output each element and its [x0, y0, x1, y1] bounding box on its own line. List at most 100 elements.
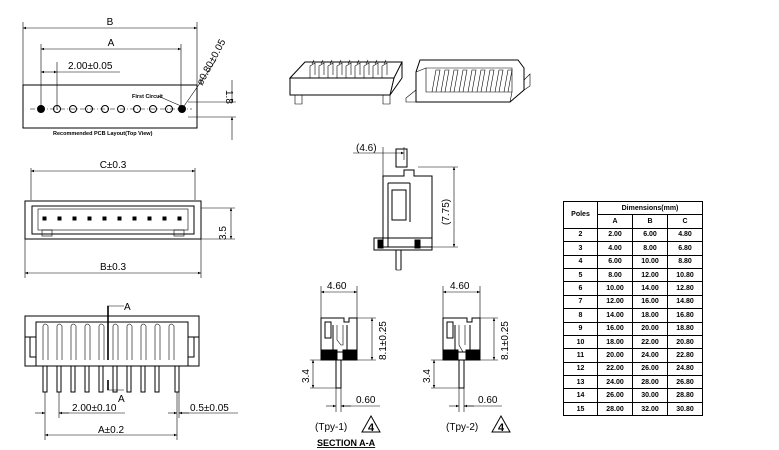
dimension-cell: 22.00 — [597, 361, 633, 377]
dimension-cell: 10.00 — [597, 281, 633, 296]
poles-cell: 8 — [563, 308, 598, 323]
t1-revision-triangle: 4 — [361, 414, 381, 434]
pcb-caption: Recommended PCB Layout(Top View) — [53, 131, 153, 137]
t1-type-label: (Tpy-1) — [315, 422, 347, 433]
poles-cell: 3 — [563, 241, 598, 256]
pin-squares — [42, 216, 182, 221]
dimension-cell: 24.00 — [632, 348, 668, 363]
dimension-cell: 24.80 — [667, 361, 703, 377]
poles-cell: 5 — [563, 267, 598, 283]
col-c-header: C — [667, 214, 703, 229]
dimension-cell: 26.00 — [632, 361, 668, 377]
pcb-holes — [37, 105, 186, 113]
dimension-cell: 20.00 — [632, 321, 668, 336]
dimension-cell: 6.80 — [667, 241, 703, 256]
dimension-cell: 8.80 — [667, 254, 703, 269]
dimension-cell: 30.80 — [667, 401, 703, 417]
poles-cell: 10 — [563, 334, 598, 350]
section-type2: 4.60 8.1±0.25 3.4 0.60 (Tpy-2) 4 — [422, 281, 511, 434]
dimension-cell: 20.80 — [667, 334, 703, 350]
dimension-cell: 16.80 — [667, 308, 703, 323]
dimension-cell: 24.00 — [597, 375, 633, 390]
dim-c-label: C±0.3 — [100, 160, 127, 171]
contact-slots — [42, 323, 175, 360]
dimension-cell: 26.80 — [667, 375, 703, 390]
poles-cell: 12 — [563, 361, 598, 377]
dim-height-label: 1.8 — [223, 90, 234, 104]
poles-cell: 9 — [563, 321, 598, 336]
dimension-cell: 12.00 — [597, 294, 633, 310]
t1-dim-height: 8.1±0.25 — [378, 321, 389, 360]
section-mark-top: A — [124, 302, 131, 313]
dimension-cell: 28.00 — [632, 375, 668, 390]
dim-pin-pitch: 2.00±0.10 — [72, 403, 117, 414]
dimension-cell: 16.00 — [597, 321, 633, 336]
poles-cell: 14 — [563, 388, 598, 403]
t2-dim-pin-len: 3.4 — [422, 369, 433, 383]
dim-front-height: 3.5 — [218, 226, 229, 240]
dim-b-front-label: B±0.3 — [100, 262, 126, 273]
dimensions-header: Dimensions(mm) — [597, 200, 703, 216]
dimension-cell: 18.80 — [667, 321, 703, 336]
dimension-cell: 14.00 — [597, 308, 633, 323]
dimension-cell: 12.00 — [632, 267, 668, 283]
col-a-header: A — [597, 214, 633, 229]
dimension-cell: 32.00 — [632, 401, 668, 417]
poles-header: Poles — [563, 201, 598, 229]
dimension-cell: 30.00 — [632, 388, 668, 403]
dimension-cell: 4.80 — [667, 227, 703, 243]
dimension-cell: 28.00 — [597, 401, 633, 417]
t2-type-label: (Tpy-2) — [446, 422, 478, 433]
poles-cell: 11 — [563, 348, 598, 363]
section-mark-bottom: A — [118, 394, 125, 405]
isometric-view-2 — [405, 59, 531, 103]
pins — [42, 365, 180, 393]
t2-revision-triangle: 4 — [491, 414, 511, 434]
poles-cell: 13 — [563, 375, 598, 390]
pcb-layout-view: B A 2.00±0.05 ø0.80±0.05 1.8 — [22, 17, 236, 140]
dimension-cell: 22.00 — [632, 334, 668, 350]
dimension-cell: 2.00 — [597, 227, 633, 243]
first-circuit-label: First Circuit — [132, 94, 163, 100]
poles-cell: 15 — [563, 401, 598, 417]
dimension-cell: 8.00 — [632, 241, 668, 256]
dimension-cell: 28.80 — [667, 388, 703, 403]
poles-cell: 7 — [563, 294, 598, 310]
col-b-header: B — [632, 214, 668, 229]
dim-side-width: (4.6) — [356, 143, 377, 154]
t2-dim-height: 8.1±0.25 — [500, 321, 511, 360]
dim-b-label: B — [107, 17, 114, 28]
dimension-cell: 14.00 — [632, 281, 668, 296]
dimension-cell: 16.00 — [632, 294, 668, 310]
dimension-cell: 18.00 — [632, 308, 668, 323]
dimension-cell: 6.00 — [632, 227, 668, 243]
dimension-cell: 12.80 — [667, 281, 703, 296]
dimension-cell: 8.00 — [597, 267, 633, 283]
bottom-view: A — [24, 302, 238, 440]
dim-pin-width: 0.5±0.05 — [190, 403, 229, 414]
t1-dim-width: 4.60 — [327, 281, 347, 292]
dim-a-label: A — [108, 38, 115, 49]
t1-rev-number: 4 — [368, 422, 375, 434]
front-view: C±0.3 3.5 B±0.3 — [24, 160, 235, 278]
poles-cell: 6 — [563, 281, 598, 296]
dimension-cell: 4.00 — [597, 241, 633, 256]
t1-dim-pin-len: 3.4 — [301, 369, 312, 383]
side-view: (4.6) (7.75) — [353, 143, 458, 271]
t2-dim-width: 4.60 — [450, 281, 470, 292]
dimension-cell: 10.80 — [667, 267, 703, 283]
poles-cell: 4 — [563, 254, 598, 269]
poles-cell: 2 — [563, 227, 598, 243]
